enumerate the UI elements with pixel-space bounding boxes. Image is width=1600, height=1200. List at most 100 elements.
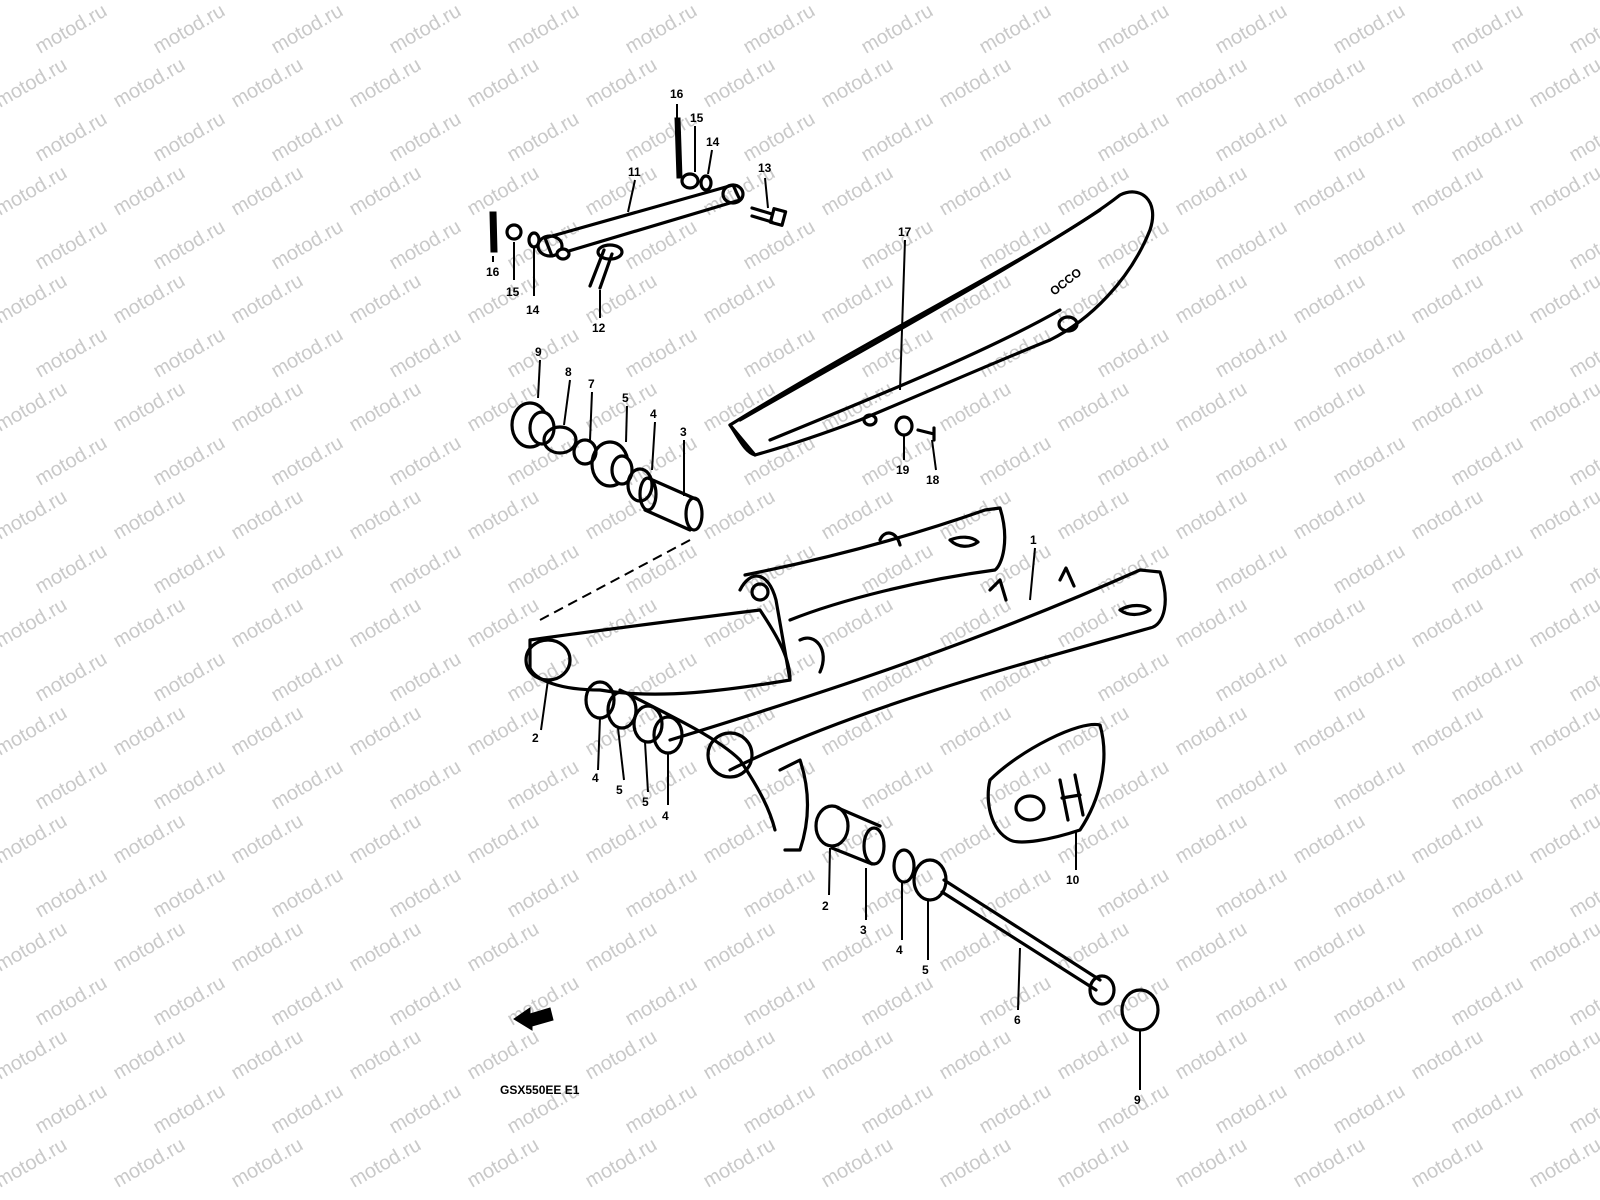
watermark-text: motod.ru <box>150 432 229 491</box>
watermark-text: motod.ru <box>504 540 583 599</box>
watermark-text: motod.ru <box>464 162 543 221</box>
watermark-text: motod.ru <box>464 810 543 869</box>
watermark-text: motod.ru <box>268 432 347 491</box>
watermark-text: motod.ru <box>936 594 1015 653</box>
watermark-text: motod.ru <box>1212 648 1291 707</box>
watermark-text: motod.ru <box>700 1134 779 1193</box>
watermark-text: motod.ru <box>228 378 307 437</box>
watermark-text: motod.ru <box>1054 162 1133 221</box>
watermark-text: motod.ru <box>386 1080 465 1139</box>
watermark-text: motod.ru <box>1290 702 1369 761</box>
watermark-text: motod.ru <box>110 810 189 869</box>
watermark-text: motod.ru <box>582 1134 661 1193</box>
callout-10: 10 <box>1066 873 1080 887</box>
watermark-text: motod.ru <box>1172 270 1251 329</box>
watermark-text: motod.ru <box>150 648 229 707</box>
watermark-text: motod.ru <box>268 972 347 1031</box>
watermark-text: motod.ru <box>1526 54 1600 113</box>
watermark-text: motod.ru <box>700 486 779 545</box>
watermark-text: motod.ru <box>32 432 111 491</box>
watermark-text: motod.ru <box>1408 378 1487 437</box>
watermark-text: motod.ru <box>32 864 111 923</box>
watermark-text: motod.ru <box>228 1134 307 1193</box>
watermark-text: motod.ru <box>1094 1080 1173 1139</box>
watermark-text: motod.ru <box>1172 1026 1251 1085</box>
watermark-text: motod.ru <box>32 108 111 167</box>
watermark-text: motod.ru <box>622 108 701 167</box>
watermark-text: motod.ru <box>1172 702 1251 761</box>
watermark-text: motod.ru <box>1290 1026 1369 1085</box>
watermark-text: motod.ru <box>1448 216 1527 275</box>
callout-4-top: 4 <box>650 407 657 421</box>
watermark-text: motod.ru <box>936 1026 1015 1085</box>
watermark-text: motod.ru <box>1330 0 1409 58</box>
callout-5-top: 5 <box>622 391 629 405</box>
watermark-text: motod.ru <box>976 1080 1055 1139</box>
watermark-text: motod.ru <box>150 324 229 383</box>
watermark-text: motod.ru <box>1448 972 1527 1031</box>
watermark-text: motod.ru <box>386 648 465 707</box>
callout-9-top: 9 <box>535 345 542 359</box>
watermark-text: motod.ru <box>1330 324 1409 383</box>
callout-5-mid: 5 <box>642 795 649 809</box>
watermark-text: motod.ru <box>936 0 1015 4</box>
watermark-text: motod.ru <box>1330 216 1409 275</box>
watermark-text: motod.ru <box>1212 1080 1291 1139</box>
watermark-text: motod.ru <box>504 108 583 167</box>
watermark-text: motod.ru <box>1212 540 1291 599</box>
watermark-text: motod.ru <box>582 1026 661 1085</box>
watermark-text: motod.ru <box>1212 216 1291 275</box>
watermark-text: motod.ru <box>150 216 229 275</box>
watermark-text: motod.ru <box>1330 108 1409 167</box>
watermark-text: motod.ru <box>346 1134 425 1193</box>
watermark-text: motod.ru <box>1408 918 1487 977</box>
watermark-text: motod.ru <box>0 486 71 545</box>
watermark-text: motod.ru <box>1448 324 1527 383</box>
watermark-text: motod.ru <box>1172 810 1251 869</box>
watermark-text: motod.ru <box>268 0 347 58</box>
watermark-text: motod.ru <box>32 648 111 707</box>
watermark-text: motod.ru <box>386 864 465 923</box>
watermark-text: motod.ru <box>1566 972 1600 1031</box>
cover-marking: OCCO <box>1047 265 1084 298</box>
watermark-text: motod.ru <box>1094 972 1173 1031</box>
callout-17: 17 <box>898 225 912 239</box>
callout-9-bottom: 9 <box>1134 1093 1141 1107</box>
watermark-text: motod.ru <box>700 1026 779 1085</box>
watermark-text: motod.ru <box>1526 1026 1600 1085</box>
watermark-text: motod.ru <box>858 432 937 491</box>
watermark-text: motod.ru <box>582 810 661 869</box>
watermark-text: motod.ru <box>1094 648 1173 707</box>
watermark-text: motod.ru <box>1290 486 1369 545</box>
watermark-text: motod.ru <box>0 810 71 869</box>
watermark-text: motod.ru <box>1290 918 1369 977</box>
pivot-shaft-assembly <box>814 804 1160 1032</box>
watermark-text: motod.ru <box>1172 378 1251 437</box>
upper-bearing-stack <box>510 401 704 532</box>
callout-15-left: 15 <box>506 285 520 299</box>
watermark-text: motod.ru <box>1054 1134 1133 1193</box>
watermark-text: motod.ru <box>1290 378 1369 437</box>
watermark-text: motod.ru <box>1408 162 1487 221</box>
watermark-text: motod.ru <box>1448 864 1527 923</box>
watermark-text: motod.ru <box>1094 864 1173 923</box>
callout-16-left: 16 <box>486 265 500 279</box>
watermark-text: motod.ru <box>1212 432 1291 491</box>
watermark-text: motod.ru <box>858 756 937 815</box>
watermark-text: motod.ru <box>1054 918 1133 977</box>
watermark-text: motod.ru <box>464 54 543 113</box>
watermark-text: motod.ru <box>228 1026 307 1085</box>
watermark-text: motod.ru <box>582 918 661 977</box>
watermark-text: motod.ru <box>0 270 71 329</box>
watermark-text: motod.ru <box>1408 0 1487 4</box>
watermark-text: motod.ru <box>0 1026 71 1085</box>
watermark-text: motod.ru <box>1408 270 1487 329</box>
watermark-text: motod.ru <box>0 162 71 221</box>
watermark-text: motod.ru <box>504 756 583 815</box>
watermark-text: motod.ru <box>110 270 189 329</box>
watermark-text: motod.ru <box>1408 702 1487 761</box>
watermark-text: motod.ru <box>1408 1134 1487 1193</box>
watermark-text: motod.ru <box>1330 648 1409 707</box>
watermark-text: motod.ru <box>464 918 543 977</box>
